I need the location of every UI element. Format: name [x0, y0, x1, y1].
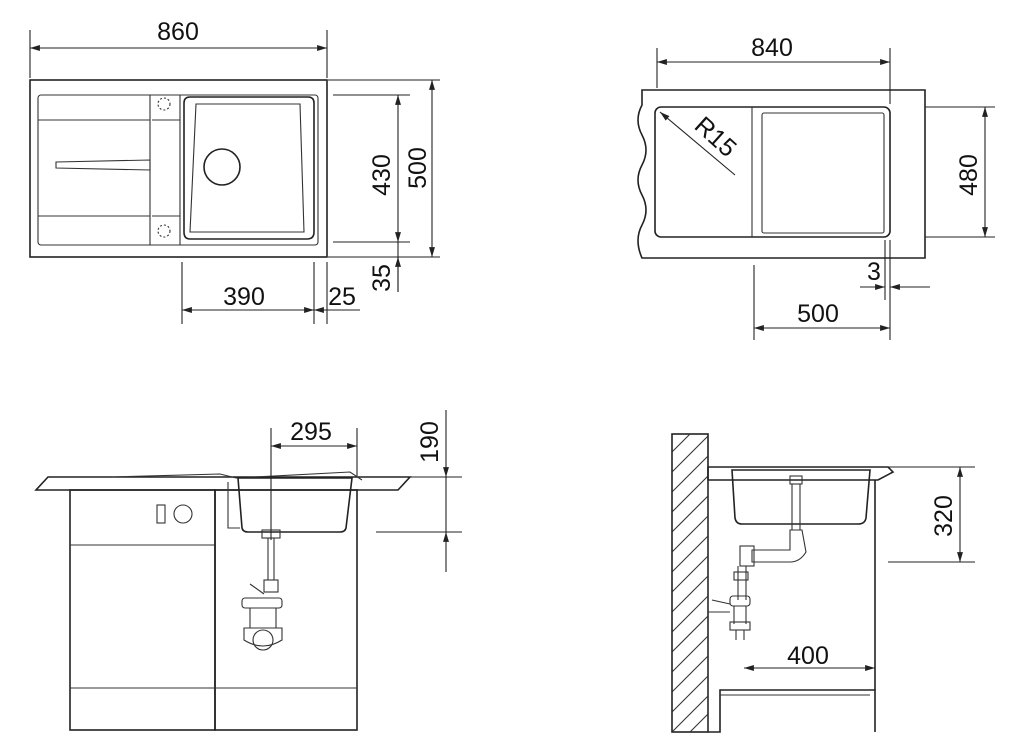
dim-overall-depth: 500: [404, 147, 432, 189]
dim-corner-radius: R15: [689, 111, 742, 163]
drainer-area: [38, 95, 181, 245]
bowl-inner: [189, 103, 305, 233]
dim-cabinet-width: 400: [787, 642, 829, 670]
tap-hole-top: [157, 97, 171, 111]
sink-outline: [29, 79, 328, 258]
front-worktop: [34, 476, 412, 491]
dim-cutout-depth: 480: [955, 154, 983, 196]
dim-bowl-height: 430: [368, 154, 396, 196]
side-worktop: [707, 466, 895, 481]
wall-hatch: [671, 433, 709, 733]
sink-inner-rim: [37, 94, 319, 246]
dim-cutout-width: 840: [751, 34, 793, 62]
front-sink-rim: [111, 471, 363, 481]
drain-icon: [203, 148, 241, 186]
side-siphon: [711, 475, 807, 640]
cutout-view: R15 840 480 3 500: [637, 34, 995, 340]
front-section-view: 295 190: [34, 410, 462, 731]
side-bowl: [731, 469, 871, 525]
cutout-inner: [761, 112, 885, 234]
dim-drain-offset: 295: [290, 418, 332, 446]
dim-bowl-depth: 190: [416, 421, 444, 463]
bowl-outline: [183, 96, 315, 240]
cutout-outline: [654, 106, 891, 238]
dim-edge-gap: 3: [867, 258, 881, 286]
appliance-cabinet: [69, 489, 216, 731]
dim-bowl-width: 390: [223, 283, 265, 311]
worktop-outline: [637, 89, 926, 259]
dim-drain-height: 320: [930, 495, 958, 537]
dim-overall-width: 860: [157, 18, 199, 46]
siphon-pipe: [241, 529, 283, 651]
dim-cabinet-min: 500: [797, 300, 839, 328]
sink-cabinet: [214, 489, 358, 731]
side-cabinet-plinth: [708, 689, 876, 733]
control-knob-right: [173, 504, 193, 524]
dim-bowl-edge-offset: 25: [328, 283, 356, 311]
side-section-view: 320 400: [671, 433, 975, 733]
front-bowl: [237, 477, 353, 533]
control-knob-left: [156, 504, 166, 524]
dim-bowl-bottom-offset: 35: [368, 264, 396, 292]
tap-hole-bottom: [157, 224, 171, 238]
top-plan-view: 860 430 500 35 390 25: [29, 18, 440, 324]
